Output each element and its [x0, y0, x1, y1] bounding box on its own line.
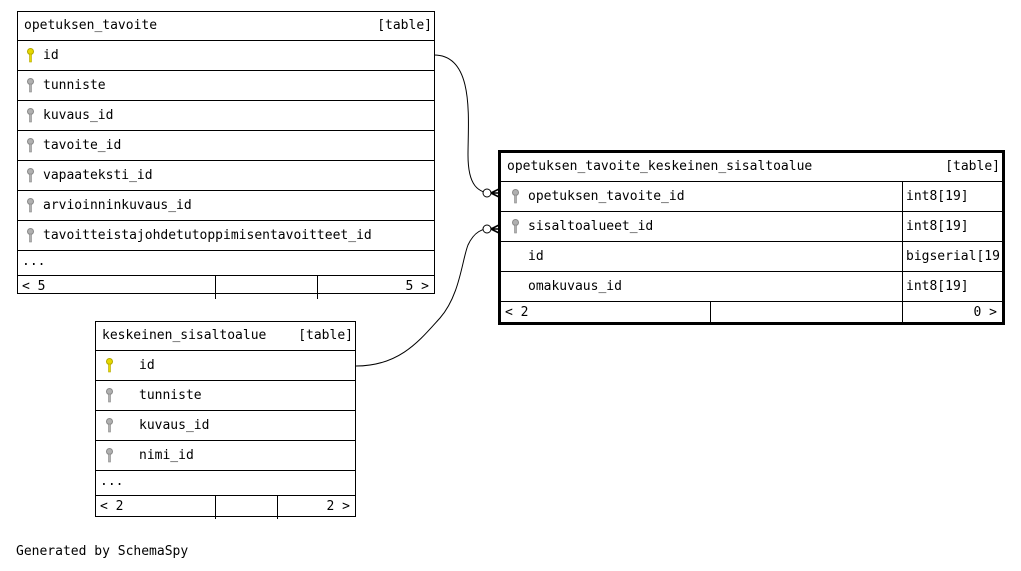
link-keskeinen-sisaltoalue [355, 227, 495, 367]
column-row[interactable]: id [18, 41, 434, 71]
table-opetuksen-tavoite[interactable]: opetuksen_tavoite [table] id tunniste ku… [17, 11, 435, 299]
column-row[interactable]: nimi_id [96, 441, 355, 471]
column-name: tunniste [43, 78, 106, 93]
children-nav-link[interactable]: 2 > [326, 499, 350, 514]
column-name: vapaateksti_id [43, 168, 153, 183]
foreign-key-icon [106, 448, 113, 463]
column-name: tavoite_id [43, 138, 122, 153]
footer-divider [215, 496, 278, 519]
link-end-circle-2 [482, 224, 492, 234]
column-type: int8[19] [902, 212, 1002, 241]
table-header[interactable]: opetuksen_tavoite_keskeinen_sisaltoalue … [501, 153, 1002, 182]
column-row[interactable]: kuvaus_id [18, 101, 434, 131]
generated-by-credit: Generated by SchemaSpy [16, 544, 189, 559]
parents-nav-link[interactable]: < 5 [22, 279, 46, 294]
foreign-key-icon [27, 138, 34, 153]
children-nav-link[interactable]: 0 > [973, 305, 997, 320]
table-footer: < 5 5 > [18, 276, 434, 299]
link-opetuksen-tavoite [433, 54, 495, 195]
column-name: opetuksen_tavoite_id [528, 189, 685, 204]
column-name: tunniste [139, 388, 202, 403]
foreign-key-icon [512, 219, 519, 234]
column-name: id [528, 249, 544, 264]
column-row[interactable]: kuvaus_id [96, 411, 355, 441]
link-end-crowfoot-2 [490, 224, 500, 234]
foreign-key-icon [512, 189, 519, 204]
foreign-key-icon [27, 228, 34, 243]
column-row[interactable]: id [96, 351, 355, 381]
table-kind: [table] [298, 328, 353, 343]
column-row[interactable]: tunniste [18, 71, 434, 101]
column-name: nimi_id [139, 448, 194, 463]
table-opetuksen-tavoite-keskeinen-sisaltoalue[interactable]: opetuksen_tavoite_keskeinen_sisaltoalue … [498, 150, 1005, 325]
parents-nav-link[interactable]: < 2 [505, 305, 529, 320]
table-name[interactable]: opetuksen_tavoite_keskeinen_sisaltoalue [507, 159, 813, 174]
table-name[interactable]: keskeinen_sisaltoalue [102, 328, 267, 343]
column-name: sisaltoalueet_id [528, 219, 654, 234]
foreign-key-icon [27, 108, 34, 123]
column-type: int8[19] [902, 182, 1002, 211]
column-name: kuvaus_id [43, 108, 114, 123]
column-row[interactable]: id bigserial[19] [501, 242, 1002, 272]
primary-key-icon [106, 358, 113, 373]
column-name: id [139, 358, 155, 373]
primary-key-icon [27, 48, 34, 63]
table-name[interactable]: opetuksen_tavoite [24, 18, 158, 33]
table-keskeinen-sisaltoalue[interactable]: keskeinen_sisaltoalue [table] id tunnist… [95, 321, 356, 519]
more-columns-indicator[interactable]: ... [18, 251, 434, 276]
table-footer: < 2 0 > [501, 302, 1002, 325]
column-row[interactable]: tunniste [96, 381, 355, 411]
foreign-key-icon [27, 78, 34, 93]
column-row[interactable]: opetuksen_tavoite_id int8[19] [501, 182, 1002, 212]
column-row[interactable]: sisaltoalueet_id int8[19] [501, 212, 1002, 242]
footer-divider [710, 302, 903, 325]
foreign-key-icon [27, 168, 34, 183]
foreign-key-icon [27, 198, 34, 213]
column-name: id [43, 48, 59, 63]
table-kind: [table] [945, 159, 1000, 174]
more-columns-text: ... [22, 254, 46, 269]
table-kind: [table] [377, 18, 432, 33]
link-end-crowfoot-1 [490, 188, 500, 198]
column-row[interactable]: arvioinninkuvaus_id [18, 191, 434, 221]
link-end-circle-1 [482, 188, 492, 198]
column-row[interactable]: tavoitteistajohdetutoppimisentavoitteet_… [18, 221, 434, 251]
column-name: kuvaus_id [139, 418, 210, 433]
table-footer: < 2 2 > [96, 496, 355, 519]
column-type: int8[19] [902, 272, 1002, 301]
column-name: tavoitteistajohdetutoppimisentavoitteet_… [43, 228, 372, 243]
children-nav-link[interactable]: 5 > [405, 279, 429, 294]
parents-nav-link[interactable]: < 2 [100, 499, 124, 514]
more-columns-indicator[interactable]: ... [96, 471, 355, 496]
foreign-key-icon [106, 418, 113, 433]
foreign-key-icon [106, 388, 113, 403]
column-row[interactable]: tavoite_id [18, 131, 434, 161]
more-columns-text: ... [100, 474, 124, 489]
column-type: bigserial[19] [902, 242, 1002, 271]
table-header[interactable]: opetuksen_tavoite [table] [18, 12, 434, 41]
column-row[interactable]: omakuvaus_id int8[19] [501, 272, 1002, 302]
column-name: arvioinninkuvaus_id [43, 198, 192, 213]
footer-divider [215, 276, 318, 299]
column-name: omakuvaus_id [528, 279, 622, 294]
table-header[interactable]: keskeinen_sisaltoalue [table] [96, 322, 355, 351]
column-row[interactable]: vapaateksti_id [18, 161, 434, 191]
